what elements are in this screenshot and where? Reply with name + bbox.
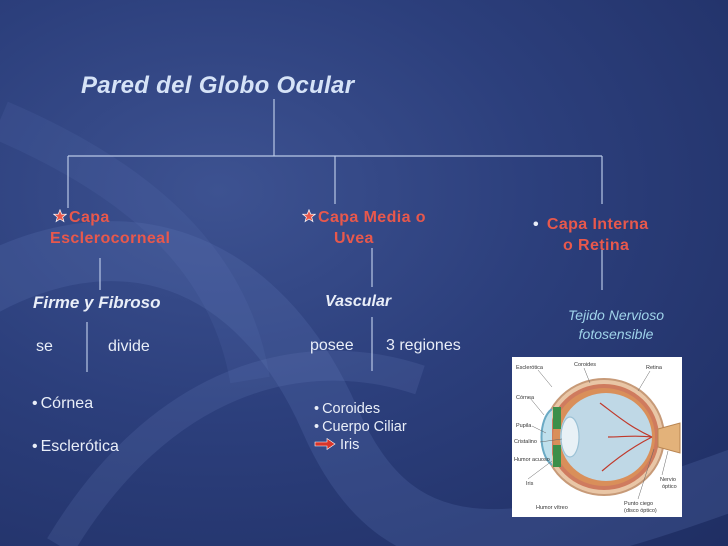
col3-heading: • Capa Interna o Retina xyxy=(533,216,649,254)
label-nervio-optico-2: óptico xyxy=(662,484,677,490)
col1-item-esclerotica: •Esclerótica xyxy=(32,438,119,455)
label-humor-acuoso: Humor acuoso xyxy=(514,457,550,463)
vitreous-shape xyxy=(560,393,652,481)
iris-bottom-shape xyxy=(553,445,561,467)
col1-heading: Capa Esclerocorneal xyxy=(50,207,170,249)
label-esclerotica: Esclerótica xyxy=(516,365,544,371)
leader-esclerotica xyxy=(537,369,553,388)
col2-heading-line1: Capa Media o xyxy=(318,209,426,226)
label-punto-ciego-1: Punto ciego xyxy=(624,501,653,507)
col1-item-cornea: •Córnea xyxy=(32,395,94,412)
red-arrow-icon xyxy=(314,438,336,450)
col2-item-cuerpo-ciliar: •Cuerpo Ciliar xyxy=(314,419,407,435)
label-coroides: Coroides xyxy=(574,362,596,368)
optic-nerve-shape xyxy=(657,422,681,454)
eye-anatomy-image: Esclerótica Coroides Retina Córnea Pupil… xyxy=(512,357,682,517)
col3-property: Tejido Nervioso fotosensible xyxy=(548,306,684,344)
label-punto-ciego-2: (disco óptico) xyxy=(624,508,657,514)
col3-property-line2: fotosensible xyxy=(578,326,654,342)
leader-cornea xyxy=(529,397,545,416)
leader-nervio xyxy=(661,450,669,476)
label-cristalino: Cristalino xyxy=(514,439,537,445)
label-humor-vitreo: Humor vítreo xyxy=(536,505,568,511)
col1-heading-line1: Capa xyxy=(69,209,110,226)
col2-connector-a: posee xyxy=(310,337,354,354)
iris-top-shape xyxy=(553,407,561,429)
red-star-icon xyxy=(302,209,316,223)
col1-connector-a: se xyxy=(36,338,53,355)
label-nervio-optico-1: Nervio xyxy=(660,477,676,483)
col2-item-iris: Iris xyxy=(314,436,407,454)
label-iris: Iris xyxy=(526,481,534,487)
lens-shape xyxy=(560,416,580,458)
col3-property-line1: Tejido Nervioso xyxy=(568,307,664,323)
leader-iris xyxy=(527,460,553,480)
col2-item-coroides: •Coroides xyxy=(314,401,381,417)
leader-pupila xyxy=(531,425,547,434)
col2-connector-b: 3 regiones xyxy=(386,337,461,354)
col1-connector-b: divide xyxy=(108,338,150,355)
col3-heading-line1: Capa Interna xyxy=(546,216,649,233)
col2-heading: Capa Media o Uvea xyxy=(302,207,426,249)
leader-punto-ciego xyxy=(637,448,655,500)
red-star-icon xyxy=(53,209,67,223)
label-pupila: Pupila xyxy=(516,423,532,429)
col3-heading-line2: o Retina xyxy=(563,237,630,254)
label-cornea: Córnea xyxy=(516,395,535,401)
col1-property: Firme y Fibroso xyxy=(33,293,161,312)
leader-retina xyxy=(637,370,651,392)
col2-items: •Coroides •Cuerpo Ciliar Iris xyxy=(314,400,407,454)
col2-heading-line2: Uvea xyxy=(334,230,374,247)
blood-vessels-shape xyxy=(599,402,653,472)
col1-heading-line2: Esclerocorneal xyxy=(50,230,171,247)
label-retina: Retina xyxy=(646,365,663,371)
leader-cristalino xyxy=(539,438,563,443)
leader-coroides xyxy=(583,367,591,384)
page-title: Pared del Globo Ocular xyxy=(81,72,355,99)
cornea-shape xyxy=(540,408,553,466)
col2-property: Vascular xyxy=(325,293,392,310)
